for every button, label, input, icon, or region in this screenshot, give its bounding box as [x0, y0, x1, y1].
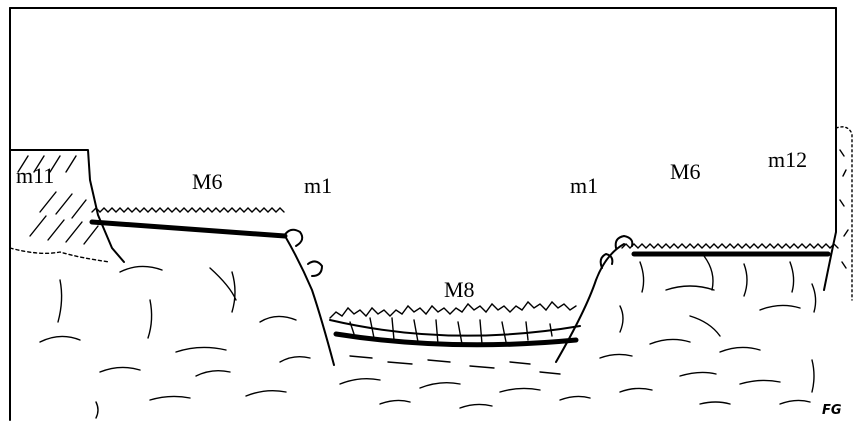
left-terrace-m6 [92, 208, 285, 236]
signature-fg: FG [822, 403, 842, 418]
valley-floor-m8 [330, 302, 580, 374]
right-valley-slope [556, 244, 624, 362]
label-m8: M8 [444, 277, 475, 302]
label-m11: m11 [16, 163, 54, 188]
label-m6-right: M6 [670, 159, 701, 184]
label-m12: m12 [768, 147, 807, 172]
right-outcrop-m12 [824, 127, 852, 300]
left-valley-slope [285, 236, 334, 365]
label-m6-left: M6 [192, 169, 223, 194]
right-terrace-m6 [622, 244, 838, 254]
label-m1-left: m1 [304, 173, 332, 198]
label-m1-right: m1 [570, 173, 598, 198]
bedrock-marks [40, 256, 816, 418]
